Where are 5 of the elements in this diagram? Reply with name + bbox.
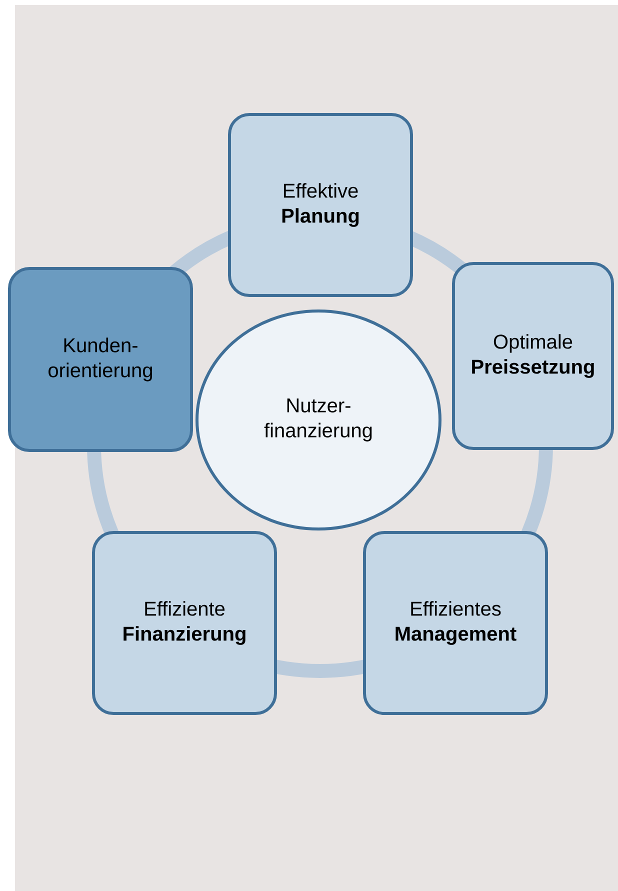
- process-box: Kunden-orientierung: [8, 267, 193, 452]
- process-box: Effektive Planung: [228, 113, 413, 297]
- process-box: Optimale Preissetzung: [452, 262, 614, 450]
- process-box: Effizientes Management: [363, 531, 548, 715]
- process-box: Effiziente Finanzierung: [92, 531, 277, 715]
